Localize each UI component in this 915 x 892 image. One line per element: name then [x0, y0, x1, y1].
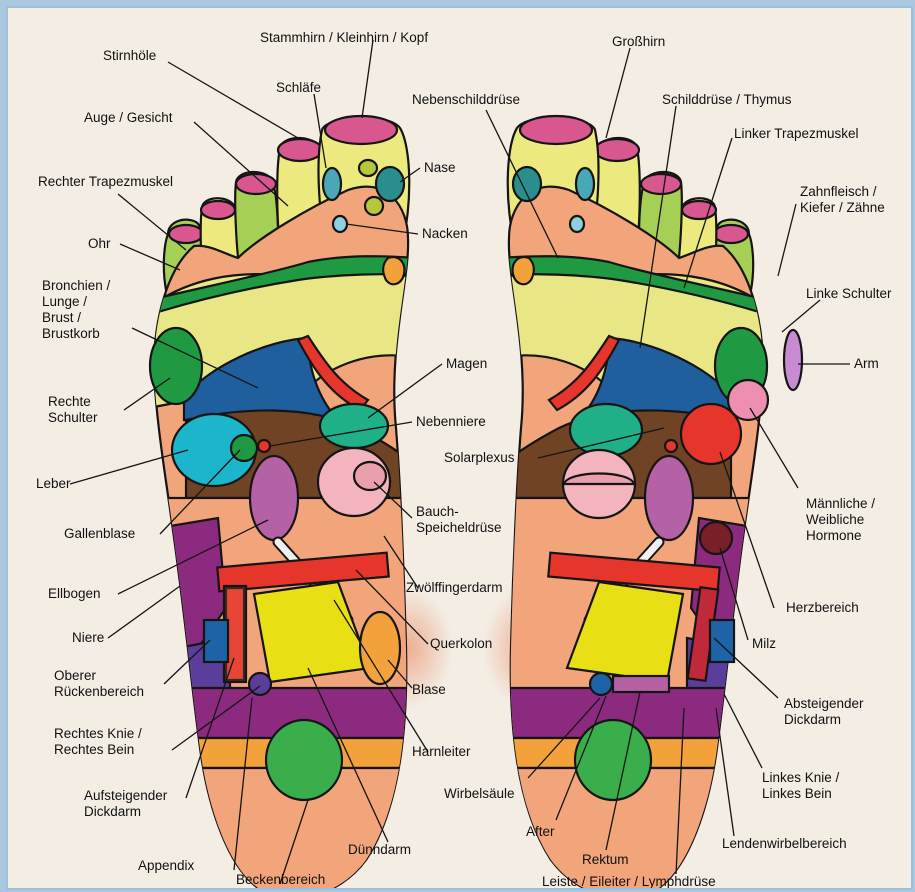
label-querkolon: Querkolon: [430, 636, 492, 652]
right-neck-small: [570, 216, 584, 232]
label-rechtes-knie: Rechtes Knie / Rechtes Bein: [54, 726, 142, 758]
left-nose-zone: [376, 167, 404, 201]
right-adrenal-dot: [665, 440, 677, 452]
label-leiste: Leiste / Eileiter / Lymphdrüse: [542, 874, 716, 890]
lead-hormone: [750, 408, 798, 488]
label-nase: Nase: [424, 160, 456, 176]
label-beckenbereich: Beckenbereich: [236, 872, 325, 888]
diagram-frame: Stammhirn / Kleinhirn / Kopf Stirnhöle S…: [6, 6, 913, 890]
left-gallbladder-zone: [231, 435, 257, 461]
left-neck-small: [333, 216, 347, 232]
right-kidney-zone: [645, 456, 693, 540]
label-magen: Magen: [446, 356, 487, 372]
left-toe-4-tip: [201, 201, 235, 219]
label-zahnfleisch: Zahnfleisch / Kiefer / Zähne: [800, 184, 885, 216]
label-wirbelsaeule: Wirbelsäule: [444, 786, 515, 802]
right-toe-5-tip: [714, 225, 748, 243]
label-duenndarm: Dünndarm: [348, 842, 411, 858]
label-lendenwirbel: Lendenwirbelbereich: [722, 836, 847, 852]
right-rectum-bar: [613, 676, 669, 692]
label-after: After: [526, 824, 555, 840]
label-harnleiter: Harnleiter: [412, 744, 471, 760]
right-nose-zone: [513, 167, 541, 201]
left-adrenal-dot: [258, 440, 270, 452]
label-schlaefe: Schläfe: [276, 80, 321, 96]
left-toe-2-tip: [278, 139, 322, 161]
label-ohr: Ohr: [88, 236, 111, 252]
right-arm-zone: [784, 330, 802, 390]
right-temple-zone: [576, 168, 594, 200]
label-ellbogen: Ellbogen: [48, 586, 101, 602]
label-schilddruese: Schilddrüse / Thymus: [662, 92, 792, 108]
lead-linke-schulter: [782, 300, 820, 332]
label-bauch: Bauch- Speicheldrüse: [416, 504, 502, 536]
left-upper-back-blue: [204, 620, 228, 662]
label-milz: Milz: [752, 636, 776, 652]
right-hormone-zone: [728, 380, 768, 420]
right-spleen-zone: [700, 522, 732, 554]
lead-grosshirn: [606, 48, 630, 138]
label-nebenniere: Nebenniere: [416, 414, 486, 430]
label-hormone: Männliche / Weibliche Hormone: [806, 496, 875, 544]
label-solarplexus: Solarplexus: [444, 450, 515, 466]
lead-linkes-knie: [724, 694, 762, 768]
label-blase: Blase: [412, 682, 446, 698]
label-leber: Leber: [36, 476, 71, 492]
left-pancreas-head: [354, 462, 386, 490]
label-stirnhoele: Stirnhöle: [103, 48, 156, 64]
label-gallenblase: Gallenblase: [64, 526, 135, 542]
lead-lendenwirbel: [716, 708, 734, 836]
label-aufsteigender: Aufsteigender Dickdarm: [84, 788, 167, 820]
left-temple-zone: [323, 168, 341, 200]
label-bronchien: Bronchien / Lunge / Brust / Brustkorb: [42, 278, 110, 342]
left-kidney-zone: [250, 456, 298, 540]
label-grosshirn: Großhirn: [612, 34, 665, 50]
left-big-toe-dot1: [359, 160, 377, 176]
label-absteigender: Absteigender Dickdarm: [784, 696, 864, 728]
right-big-toe-tip: [520, 116, 592, 144]
label-rechter-trapez: Rechter Trapezmuskel: [38, 174, 173, 190]
right-parathyroid-dot: [513, 257, 534, 284]
label-arm: Arm: [854, 356, 879, 372]
right-pelvis-zone: [575, 720, 651, 800]
label-linker-trapez: Linker Trapezmuskel: [734, 126, 859, 142]
lead-zahnfleisch: [778, 204, 796, 276]
left-big-toe-tip: [325, 116, 397, 144]
label-herzbereich: Herzbereich: [786, 600, 859, 616]
label-linkes-knie: Linkes Knie / Linkes Bein: [762, 770, 839, 802]
left-pelvis-zone: [266, 720, 342, 800]
label-auge: Auge / Gesicht: [84, 110, 173, 126]
right-lumbar-blue: [710, 620, 734, 662]
left-neck-orange-dot: [383, 257, 404, 284]
label-rektum: Rektum: [582, 852, 629, 868]
label-nacken: Nacken: [422, 226, 468, 242]
right-foot: [489, 116, 802, 888]
label-zwoelffinger: Zwölffingerdarm: [406, 580, 503, 596]
lead-stammhirn: [362, 40, 373, 118]
right-toe-2-tip: [595, 139, 639, 161]
right-toe-3-tip: [641, 174, 681, 194]
left-shoulder-zone: [150, 328, 202, 404]
lead-stirnhoele: [168, 62, 298, 138]
right-anus-dot: [590, 673, 612, 695]
label-linke-schulter: Linke Schulter: [806, 286, 892, 302]
label-appendix: Appendix: [138, 858, 194, 874]
left-big-toe-dot2: [365, 197, 383, 215]
label-stammhirn: Stammhirn / Kleinhirn / Kopf: [260, 30, 428, 46]
label-nebenschild: Nebenschilddrüse: [412, 92, 520, 108]
label-oberer-ruecken: Oberer Rückenbereich: [54, 668, 144, 700]
label-niere: Niere: [72, 630, 104, 646]
label-rechte-schulter: Rechte Schulter: [48, 394, 98, 426]
